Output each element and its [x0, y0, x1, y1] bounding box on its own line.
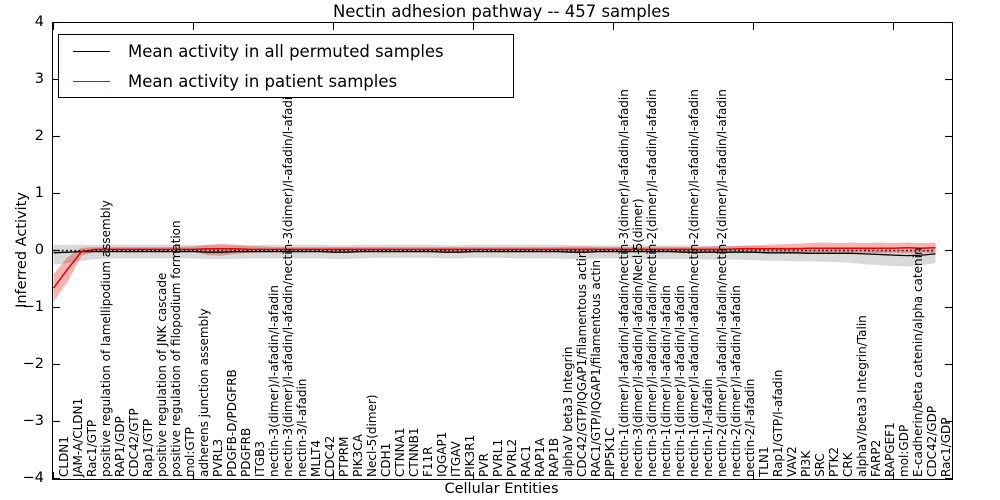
x-tick-label: adherens junction assembly — [196, 308, 211, 477]
x-tick-label: RAC1/GTP/IQGAP1/filamentous actin — [588, 259, 603, 477]
x-tick-label: nectin-2/l-afadin — [742, 378, 757, 477]
x-tick-label: CRK — [840, 452, 855, 477]
x-tick-label: Rac1/GTP — [84, 419, 99, 477]
legend-entry: Mean activity in all permuted samples — [59, 36, 513, 66]
x-tick-label: PVRL3 — [210, 438, 225, 477]
x-tick-label: alphaV beta3 Integrin — [560, 346, 575, 477]
x-tick-label: nectin-1/l-afadin — [700, 378, 715, 477]
x-tick-label: ITGB3 — [252, 440, 267, 477]
x-tick-label: TLN1 — [756, 446, 771, 477]
x-tick-label: SRC — [812, 453, 827, 477]
x-tick-label: ITGAV — [448, 441, 463, 477]
x-tick-label: nectin-2(dimer)/l-afadin/l-afadin/nectin… — [714, 89, 729, 477]
legend-entry: Mean activity in patient samples — [59, 66, 513, 96]
x-tick-label: nectin-3(dimer)/l-afadin/l-afadin/nectin… — [280, 89, 295, 477]
x-tick-label: nectin-1(dimer)/l-afadin/l-afadin/nectin… — [616, 89, 631, 477]
y-tick-label: 1 — [34, 184, 44, 201]
x-tick-label: positive regulation of JNK cascade — [154, 272, 169, 477]
x-tick-label: CTNNA1 — [392, 427, 407, 477]
x-tick-label: nectin-1(dimer)/l-afadin/l-afadin/nectin… — [686, 89, 701, 477]
x-tick-label: RAP1B — [546, 437, 561, 477]
x-tick-label: CDC42/GDP — [924, 405, 939, 477]
x-tick-label: mol:GTP — [182, 427, 197, 477]
x-tick-label: alphaV/beta3 Integrin/Talin — [854, 315, 869, 477]
x-tick-label: PDGFRB — [238, 427, 253, 477]
x-tick-label: PVR — [476, 453, 491, 477]
legend-line-icon — [73, 80, 110, 82]
legend-line-icon — [73, 50, 110, 52]
legend-entry-label: Mean activity in patient samples — [128, 71, 398, 91]
x-tick-label: PIK3R1 — [462, 434, 477, 477]
x-tick-label: Rap1/GTP/l-afadin — [770, 369, 785, 477]
x-tick-label: CLDN1 — [56, 436, 71, 477]
chart-title: Nectin adhesion pathway -- 457 samples — [332, 2, 671, 21]
x-tick-label: Rap1/GTP — [140, 418, 155, 477]
x-tick-label: Necl-5(dimer) — [364, 394, 379, 477]
y-tick-label: −2 — [22, 355, 44, 372]
y-tick-label: −4 — [22, 469, 44, 486]
x-tick-label: CTNNB1 — [406, 427, 421, 477]
x-tick-label: PIP5K1C — [602, 427, 617, 477]
x-tick-label: CDC42/GTP — [126, 408, 141, 477]
x-tick-label: PDGFB-D/PDGFRB — [224, 369, 239, 477]
y-tick-label: 0 — [34, 241, 44, 258]
x-tick-label: MLLT4 — [308, 439, 323, 477]
x-tick-label: CDC42 — [322, 435, 337, 477]
permuted-mean-line — [53, 250, 936, 257]
x-tick-label: CDC42/GTP/IQGAP1/filamentous actin — [574, 250, 589, 477]
x-tick-label: nectin-3/l-afadin — [294, 378, 309, 477]
x-tick-label: E-cadherin/beta catenin/alpha catenin — [910, 247, 925, 477]
x-tick-label: RAC1 — [518, 445, 533, 477]
x-tick-label: VAV2 — [784, 446, 799, 477]
x-tick-label: nectin-1(dimer)/l-afadin/l-afadin — [672, 285, 687, 477]
y-tick-label: −3 — [22, 412, 44, 429]
x-tick-label: FARP2 — [868, 439, 883, 477]
x-tick-label: JAM-A/CLDN1 — [70, 397, 85, 477]
x-tick-label: PVRL2 — [504, 438, 519, 477]
x-tick-label: F11R — [420, 446, 435, 477]
x-tick-label: nectin-3(dimer)/l-afadin/l-afadin — [266, 285, 281, 477]
x-tick-label: nectin-2(dimer)/l-afadin/l-afadin — [728, 285, 743, 477]
x-tick-label: RAP1/GDP — [112, 416, 127, 477]
x-tick-label: IQGAP1 — [434, 431, 449, 477]
y-tick-label: 3 — [34, 70, 44, 87]
x-tick-label: PTK2 — [826, 446, 841, 477]
x-tick-label: positive regulation of filopodium format… — [168, 220, 183, 477]
y-tick-label: −1 — [22, 298, 44, 315]
x-tick-label: positive regulation of lamellipodium ass… — [98, 200, 113, 477]
y-tick-label: 2 — [34, 127, 44, 144]
x-axis-label: Cellular Entities — [444, 481, 559, 497]
y-tick-label: 4 — [34, 13, 44, 30]
x-tick-label: PVRL1 — [490, 438, 505, 477]
patient-mean-line — [53, 246, 936, 289]
x-tick-label: PTPRM — [336, 436, 351, 478]
x-tick-label: RAP1A — [532, 437, 547, 477]
x-tick-label: nectin-3(dimer)/l-afadin/l-afadin/Necl-5… — [630, 198, 645, 477]
x-tick-label: PIK3CA — [350, 434, 365, 477]
x-tick-label: mol:GDP — [896, 424, 911, 477]
x-tick-label: nectin-3(dimer)/l-afadin/l-afadin/nectin… — [644, 89, 659, 477]
x-tick-label: CDH1 — [378, 442, 393, 477]
legend-entry-label: Mean activity in all permuted samples — [128, 41, 444, 61]
chart-canvas — [53, 23, 952, 479]
x-tick-label: RAPGEF1 — [882, 422, 897, 477]
permuted-band — [53, 244, 936, 267]
x-tick-label: PI3K — [798, 450, 813, 477]
x-tick-label: nectin-1(dimer)/l-afadin/l-afadin — [658, 285, 673, 477]
x-tick-label: Rac1/GDP — [938, 417, 953, 477]
